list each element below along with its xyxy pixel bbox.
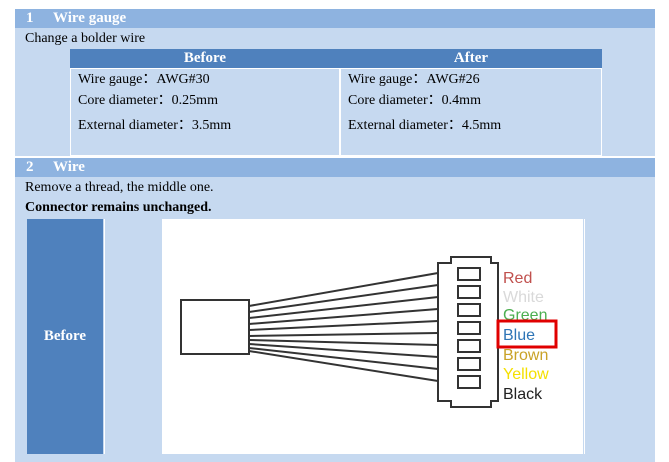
wire-label-white: White xyxy=(503,289,544,306)
wire-label-blue: Blue xyxy=(503,327,535,344)
after-core-diameter: Core diameter：0.4mm xyxy=(348,93,481,108)
section-1-subtitle: Change a bolder wire xyxy=(25,31,146,46)
right-spacer-cell xyxy=(584,219,643,454)
after-column-header: After xyxy=(340,49,602,68)
after-spec-cell: Wire gauge：AWG#26 Core diameter：0.4mm Ex… xyxy=(340,68,602,156)
connector-image-panel: Red White Green Blue Brown Yellow Black xyxy=(163,219,583,454)
left-spacer-cell xyxy=(104,219,163,454)
section-1-header: 1 Wire gauge xyxy=(15,9,655,28)
section-2-body: Remove a thread, the middle one. Connect… xyxy=(15,177,655,462)
fanned-wires xyxy=(248,272,439,382)
wire-label-red: Red xyxy=(503,270,532,287)
wire-label-brown: Brown xyxy=(503,347,548,364)
wire-label-black: Black xyxy=(503,386,543,403)
section-1-title: Wire gauge xyxy=(53,10,127,26)
after-gauge: Wire gauge：AWG#26 xyxy=(348,72,480,87)
after-external-diameter: External diameter：4.5mm xyxy=(348,118,502,133)
cable-sheath xyxy=(180,299,250,355)
section-2-line-1: Remove a thread, the middle one. xyxy=(25,180,214,195)
wire-label-yellow: Yellow xyxy=(503,366,549,383)
blue-wire-highlight-box xyxy=(496,319,558,349)
connector-pins xyxy=(457,267,481,389)
before-gauge: Wire gauge：AWG#30 xyxy=(78,72,210,87)
section-2-number: 2 xyxy=(26,159,34,175)
before-row-label: Before xyxy=(27,219,103,454)
section-2-header: 2 Wire xyxy=(15,158,655,177)
before-core-diameter: Core diameter：0.25mm xyxy=(78,93,218,108)
before-column-header: Before xyxy=(70,49,340,68)
wire-connector-diagram: Red White Green Blue Brown Yellow Black xyxy=(180,256,558,408)
section-1-body: Change a bolder wire Before After Wire g… xyxy=(15,28,655,156)
section-2-line-2: Connector remains unchanged. xyxy=(25,200,212,215)
connector-housing xyxy=(437,256,499,408)
section-1-number: 1 xyxy=(26,10,34,26)
before-external-diameter: External diameter：3.5mm xyxy=(78,118,232,133)
section-2-title: Wire xyxy=(53,159,85,175)
before-spec-cell: Wire gauge：AWG#30 Core diameter：0.25mm E… xyxy=(70,68,340,156)
